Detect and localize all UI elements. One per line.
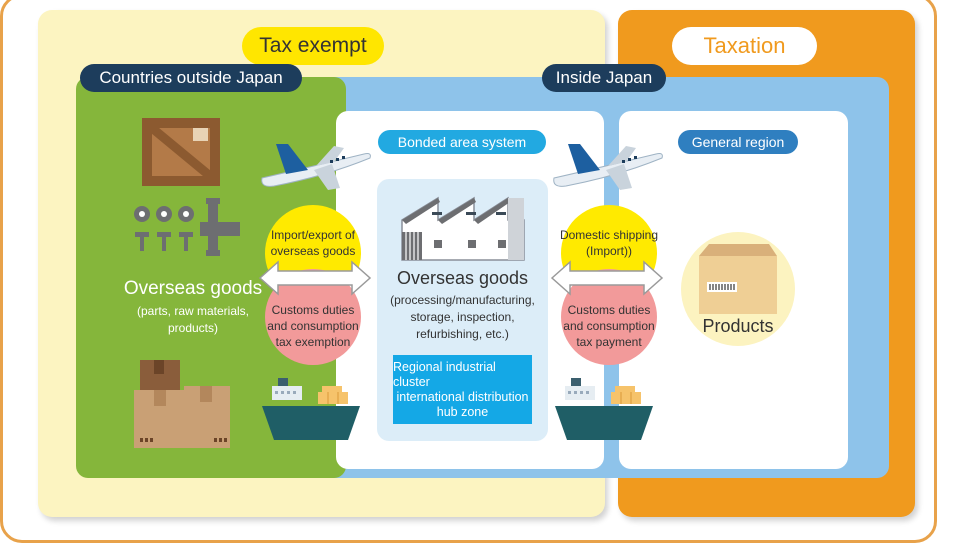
crate-icon [142,118,220,186]
cluster-line-3: hub zone [436,404,489,419]
flow2-top-line2: (Import)) [586,244,632,258]
left-goods-subtitle-2: products) [167,321,219,335]
center-line-1: (processing/manufacturing, [390,293,535,307]
cargo-ship-icon [262,378,360,440]
bonded-area-label: Bonded area system [378,130,546,154]
cluster-line-1: Regional industrial cluster [393,359,496,389]
inside-japan-label: Inside Japan [542,64,666,92]
industrial-cluster-box: Regional industrial cluster internationa… [393,355,532,424]
flow1-top-line2: overseas goods [270,244,356,258]
flow2-bottom-line1: Customs duties [567,303,651,317]
left-goods-title: Overseas goods [123,278,263,299]
flow2-bottom-line3: tax payment [576,335,642,349]
center-goods-title: Overseas goods [396,268,529,288]
center-line-2: storage, inspection, [410,310,515,324]
tax-exempt-label: Tax exempt [242,27,384,65]
airplane-icon [553,144,663,190]
general-region-label: General region [678,130,798,154]
left-goods-subtitle-1: (parts, raw materials, [136,304,250,318]
cluster-line-2: international distribution [396,389,529,404]
flow2-bottom-line2: and consumption [563,319,655,333]
double-arrow-icon [550,260,664,296]
flow1-top-line1: Import/export of [270,228,356,242]
flow1-bottom-line1: Customs duties [271,303,355,317]
cardboard-boxes-icon [134,360,230,448]
airplane-icon [261,144,371,190]
flow1-bottom-line2: and consumption [267,319,359,333]
taxation-label: Taxation [672,27,817,65]
double-arrow-icon [258,260,372,296]
center-line-3: refurbishing, etc.) [416,327,509,341]
products-label: Products [702,316,774,336]
cargo-ship-icon [555,378,653,440]
nuts-bolts-icon [134,198,240,256]
product-box-icon [699,244,777,314]
outside-japan-label: Countries outside Japan [80,64,302,92]
flow1-bottom-line3: tax exemption [275,335,351,349]
factory-icon [401,196,525,261]
flow2-top-line1: Domestic shipping [559,228,659,242]
